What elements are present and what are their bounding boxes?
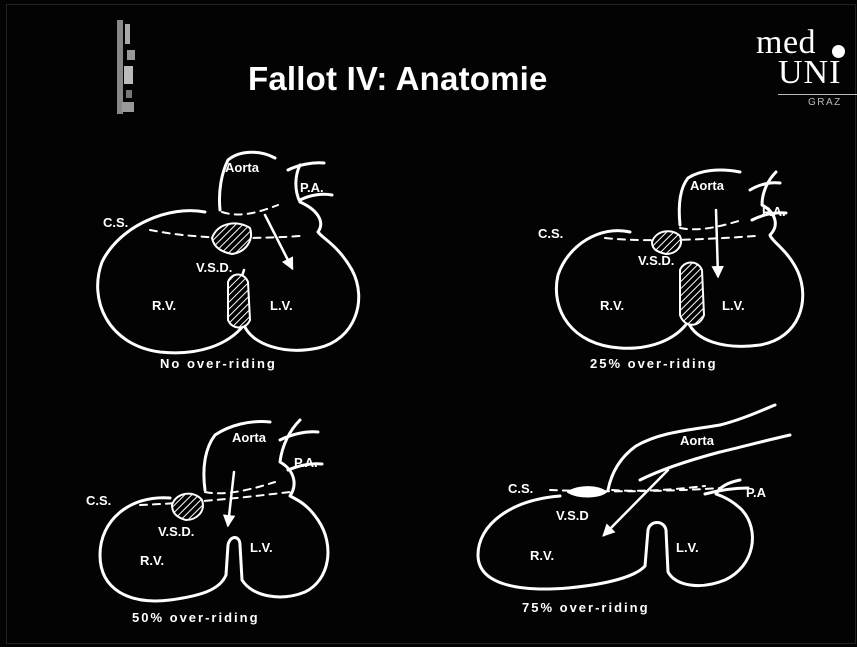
heart-outline-4 bbox=[478, 480, 752, 589]
aorta-upper-4 bbox=[640, 435, 790, 480]
flow-arrow-4 bbox=[604, 470, 668, 535]
aorta-label-2: Aorta bbox=[690, 178, 725, 193]
vsd-hatch-1 bbox=[212, 223, 251, 254]
pa-label-1: P.A. bbox=[300, 180, 324, 195]
aorta-inner-2 bbox=[680, 220, 742, 229]
cs-label-1: C.S. bbox=[103, 215, 128, 230]
septum-hatch-1 bbox=[228, 275, 250, 328]
aorta-label-3: Aorta bbox=[232, 430, 267, 445]
vsd-label-2: V.S.D. bbox=[638, 253, 674, 268]
vsd-hatch-4 bbox=[568, 487, 606, 496]
septum-hatch-2 bbox=[680, 263, 704, 325]
cs-label-2: C.S. bbox=[538, 226, 563, 241]
vsd-label-3: V.S.D. bbox=[158, 524, 194, 539]
caption-3: 50% over-riding bbox=[132, 610, 260, 625]
panel-75-overriding bbox=[478, 405, 790, 589]
vsd-label-1: V.S.D. bbox=[196, 260, 232, 275]
cs-label-4: C.S. bbox=[508, 481, 533, 496]
cs-label-3: C.S. bbox=[86, 493, 111, 508]
pa-label-2: P.A. bbox=[762, 204, 786, 219]
lv-label-2: L.V. bbox=[722, 298, 745, 313]
aorta-inner-3 bbox=[205, 482, 275, 493]
caption-1: No over-riding bbox=[160, 356, 277, 371]
rv-label-2: R.V. bbox=[600, 298, 624, 313]
aorta-label-4: Aorta bbox=[680, 433, 715, 448]
rv-label-4: R.V. bbox=[530, 548, 554, 563]
vsd-label-4: V.S.D bbox=[556, 508, 589, 523]
rv-label-3: R.V. bbox=[140, 553, 164, 568]
rv-label-1: R.V. bbox=[152, 298, 176, 313]
lv-label-4: L.V. bbox=[676, 540, 699, 555]
lv-label-3: L.V. bbox=[250, 540, 273, 555]
aorta-label-1: Aorta bbox=[225, 160, 260, 175]
pa-label-4: P.A bbox=[746, 485, 767, 500]
caption-2: 25% over-riding bbox=[590, 356, 718, 371]
heart-outline-3 bbox=[100, 420, 328, 601]
vsd-hatch-3 bbox=[172, 494, 203, 520]
flow-arrow-1 bbox=[265, 215, 292, 268]
vsd-hatch-2 bbox=[652, 231, 681, 254]
pa-label-3: P.A. bbox=[294, 455, 318, 470]
caption-4: 75% over-riding bbox=[522, 600, 650, 615]
panel-25-overriding bbox=[556, 170, 802, 348]
panel-50-overriding bbox=[100, 420, 328, 601]
lv-label-1: L.V. bbox=[270, 298, 293, 313]
aorta-inner-1 bbox=[222, 205, 278, 214]
flow-arrow-2 bbox=[716, 210, 718, 276]
